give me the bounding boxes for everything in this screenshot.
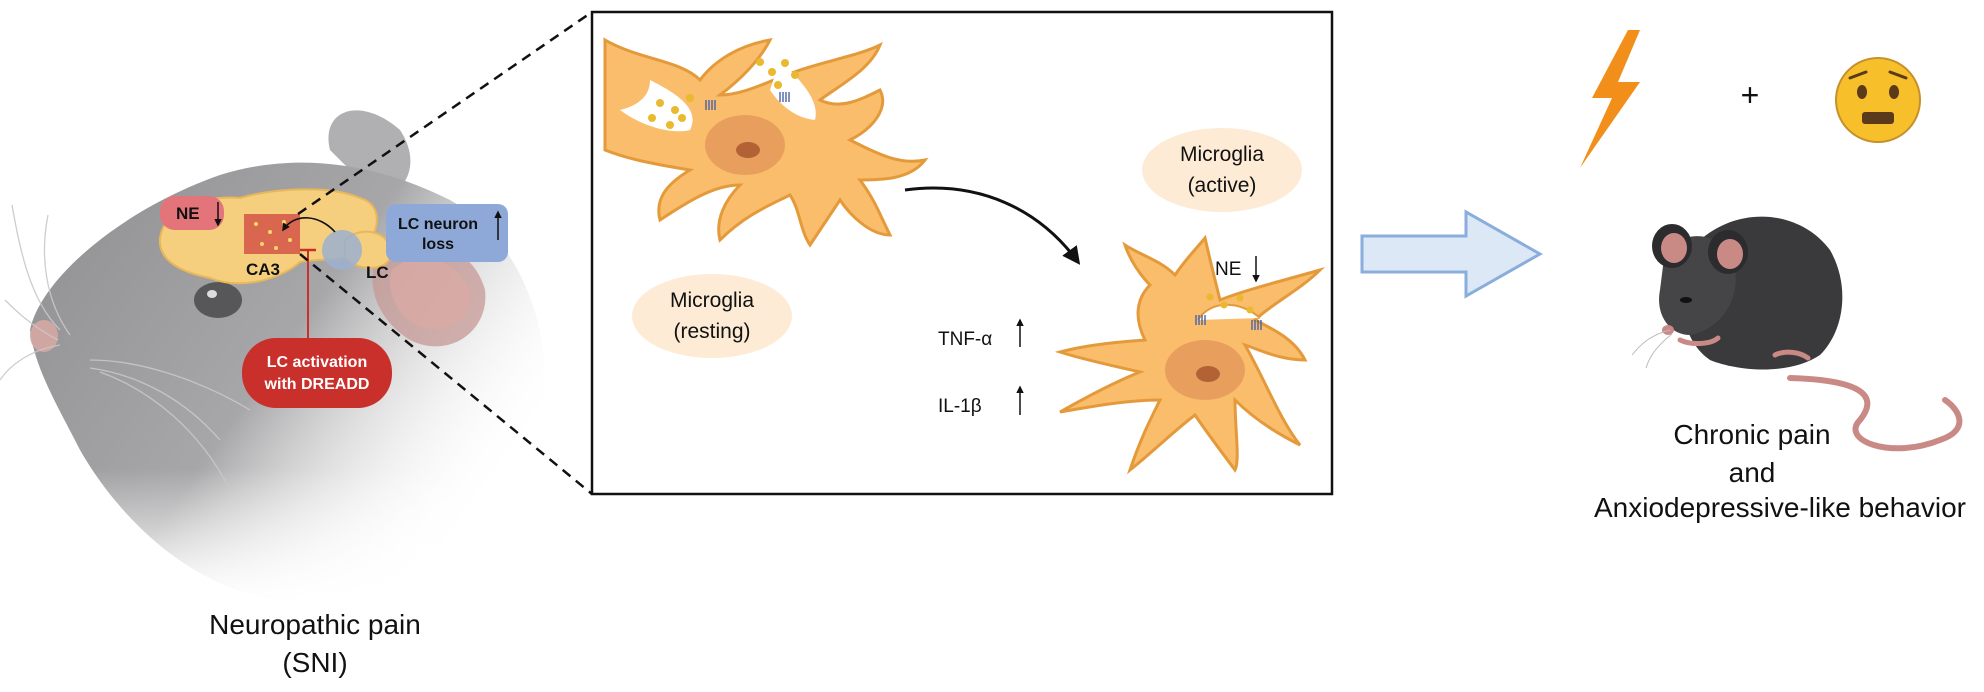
resting-label-line2: (resting)	[673, 320, 750, 343]
adrenergic-receptors-resting	[705, 92, 790, 110]
ne-label-active: NE	[1215, 259, 1241, 280]
resting-microglia-label: Microglia (resting)	[632, 274, 792, 358]
left-caption-line2: (SNI)	[282, 647, 347, 678]
active-label-line2: (active)	[1188, 174, 1257, 197]
resting-microglia-cell	[603, 37, 929, 248]
right-caption-line2: and	[1729, 457, 1776, 488]
lc-to-ca3-arrow	[282, 217, 336, 233]
worried-face-icon	[1835, 57, 1921, 143]
right-caption-line3: Anxiodepressive-like behavior	[1594, 492, 1966, 523]
outcome-arrow	[1360, 209, 1544, 299]
tnf-alpha-label: TNF-α	[938, 329, 992, 350]
lc-loss-label-line1: LC neuron	[398, 216, 478, 233]
active-microglia-label: Microglia (active)	[1142, 128, 1302, 212]
right-caption-line1: Chronic pain	[1673, 419, 1830, 450]
plus-sign: +	[1741, 77, 1760, 113]
zoom-lines	[297, 10, 593, 495]
lc-label: LC	[366, 263, 389, 282]
depressed-mouse-illustration	[1631, 216, 1963, 452]
lc-neuron-loss-badge: LC neuron loss	[386, 204, 508, 262]
ca3-label: CA3	[246, 260, 280, 279]
active-label-line1: Microglia	[1180, 143, 1264, 166]
ca3-region	[244, 214, 300, 254]
ne-badge-label: NE	[176, 204, 200, 223]
dreadd-label-line1: LC activation	[267, 354, 367, 371]
dreadd-label-line2: with DREADD	[264, 376, 370, 393]
left-caption-line1: Neuropathic pain	[209, 609, 421, 640]
adrenergic-receptors-active	[1195, 315, 1262, 330]
il1b-label: IL-1β	[938, 396, 982, 417]
activation-arrow	[904, 186, 1081, 265]
lightning-pain-icon	[1580, 30, 1640, 168]
lc-loss-label-line2: loss	[422, 236, 454, 253]
resting-label-line1: Microglia	[670, 289, 754, 312]
lc-activation-dreadd-badge: LC activation with DREADD	[242, 338, 392, 408]
dreadd-inhibit-line	[300, 248, 316, 340]
active-microglia-cell	[1054, 234, 1326, 475]
lc-nucleus	[322, 230, 362, 270]
ne-vesicles-resting	[648, 58, 799, 129]
ne-badge: NE	[160, 196, 224, 230]
ne-vesicles-active	[1206, 293, 1254, 314]
